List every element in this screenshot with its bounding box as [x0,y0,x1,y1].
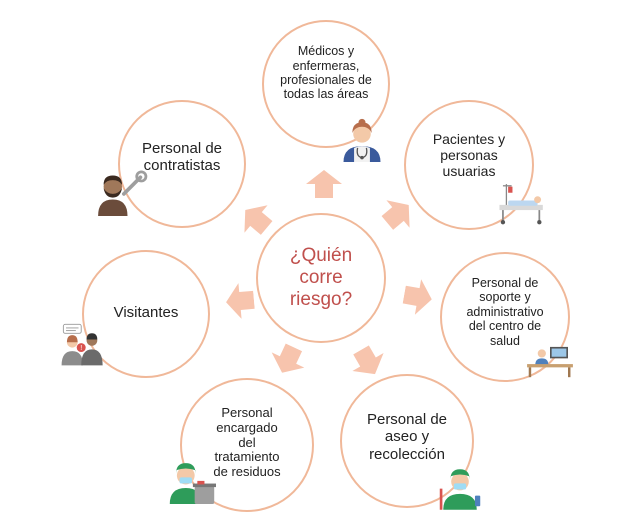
arrow-right-icon [402,279,432,315]
node-soporte-label: Personal de soporte y administrativo del… [466,276,544,348]
node-medicos-label: Médicos y enfermeras, profesionales de t… [280,44,372,102]
contractor-wrench-icon [98,170,148,216]
node-visitantes: Visitantes [82,250,210,378]
cleaning-worker-icon [439,469,481,510]
node-aseo-label: Personal de aseo y recolección [366,411,448,463]
node-soporte: Personal de soporte y administrativo del… [440,252,570,382]
arrow-left-icon [226,283,255,319]
center-label: ¿Quién corre riesgo? [289,245,353,310]
patient-bed-icon [499,184,543,225]
visitors-icon: ! [61,323,103,366]
node-contratistas: Personal de contratistas [118,100,246,228]
node-residuos-label: Personal encargado del tratamiento de re… [213,404,281,480]
arrow-upper-right-icon [381,200,410,230]
arrow-up-icon [306,170,342,198]
office-desk-icon [527,346,573,378]
arrow-lower-right-icon [352,345,384,375]
node-pacientes-label: Pacientes y personas usuarias [432,130,506,180]
center-node: ¿Quién corre riesgo? [256,213,386,343]
waste-worker-icon [169,463,216,504]
node-aseo: Personal de aseo y recolección [340,374,474,508]
node-medicos: Médicos y enfermeras, profesionales de t… [262,20,390,148]
node-visitantes-label: Visitantes [113,304,179,322]
arrow-upper-left-icon [244,205,273,235]
nurse-icon [343,118,381,162]
svg-text:!: ! [80,344,82,352]
arrow-lower-left-icon [271,343,305,373]
node-contratistas-label: Personal de contratistas [141,139,223,174]
